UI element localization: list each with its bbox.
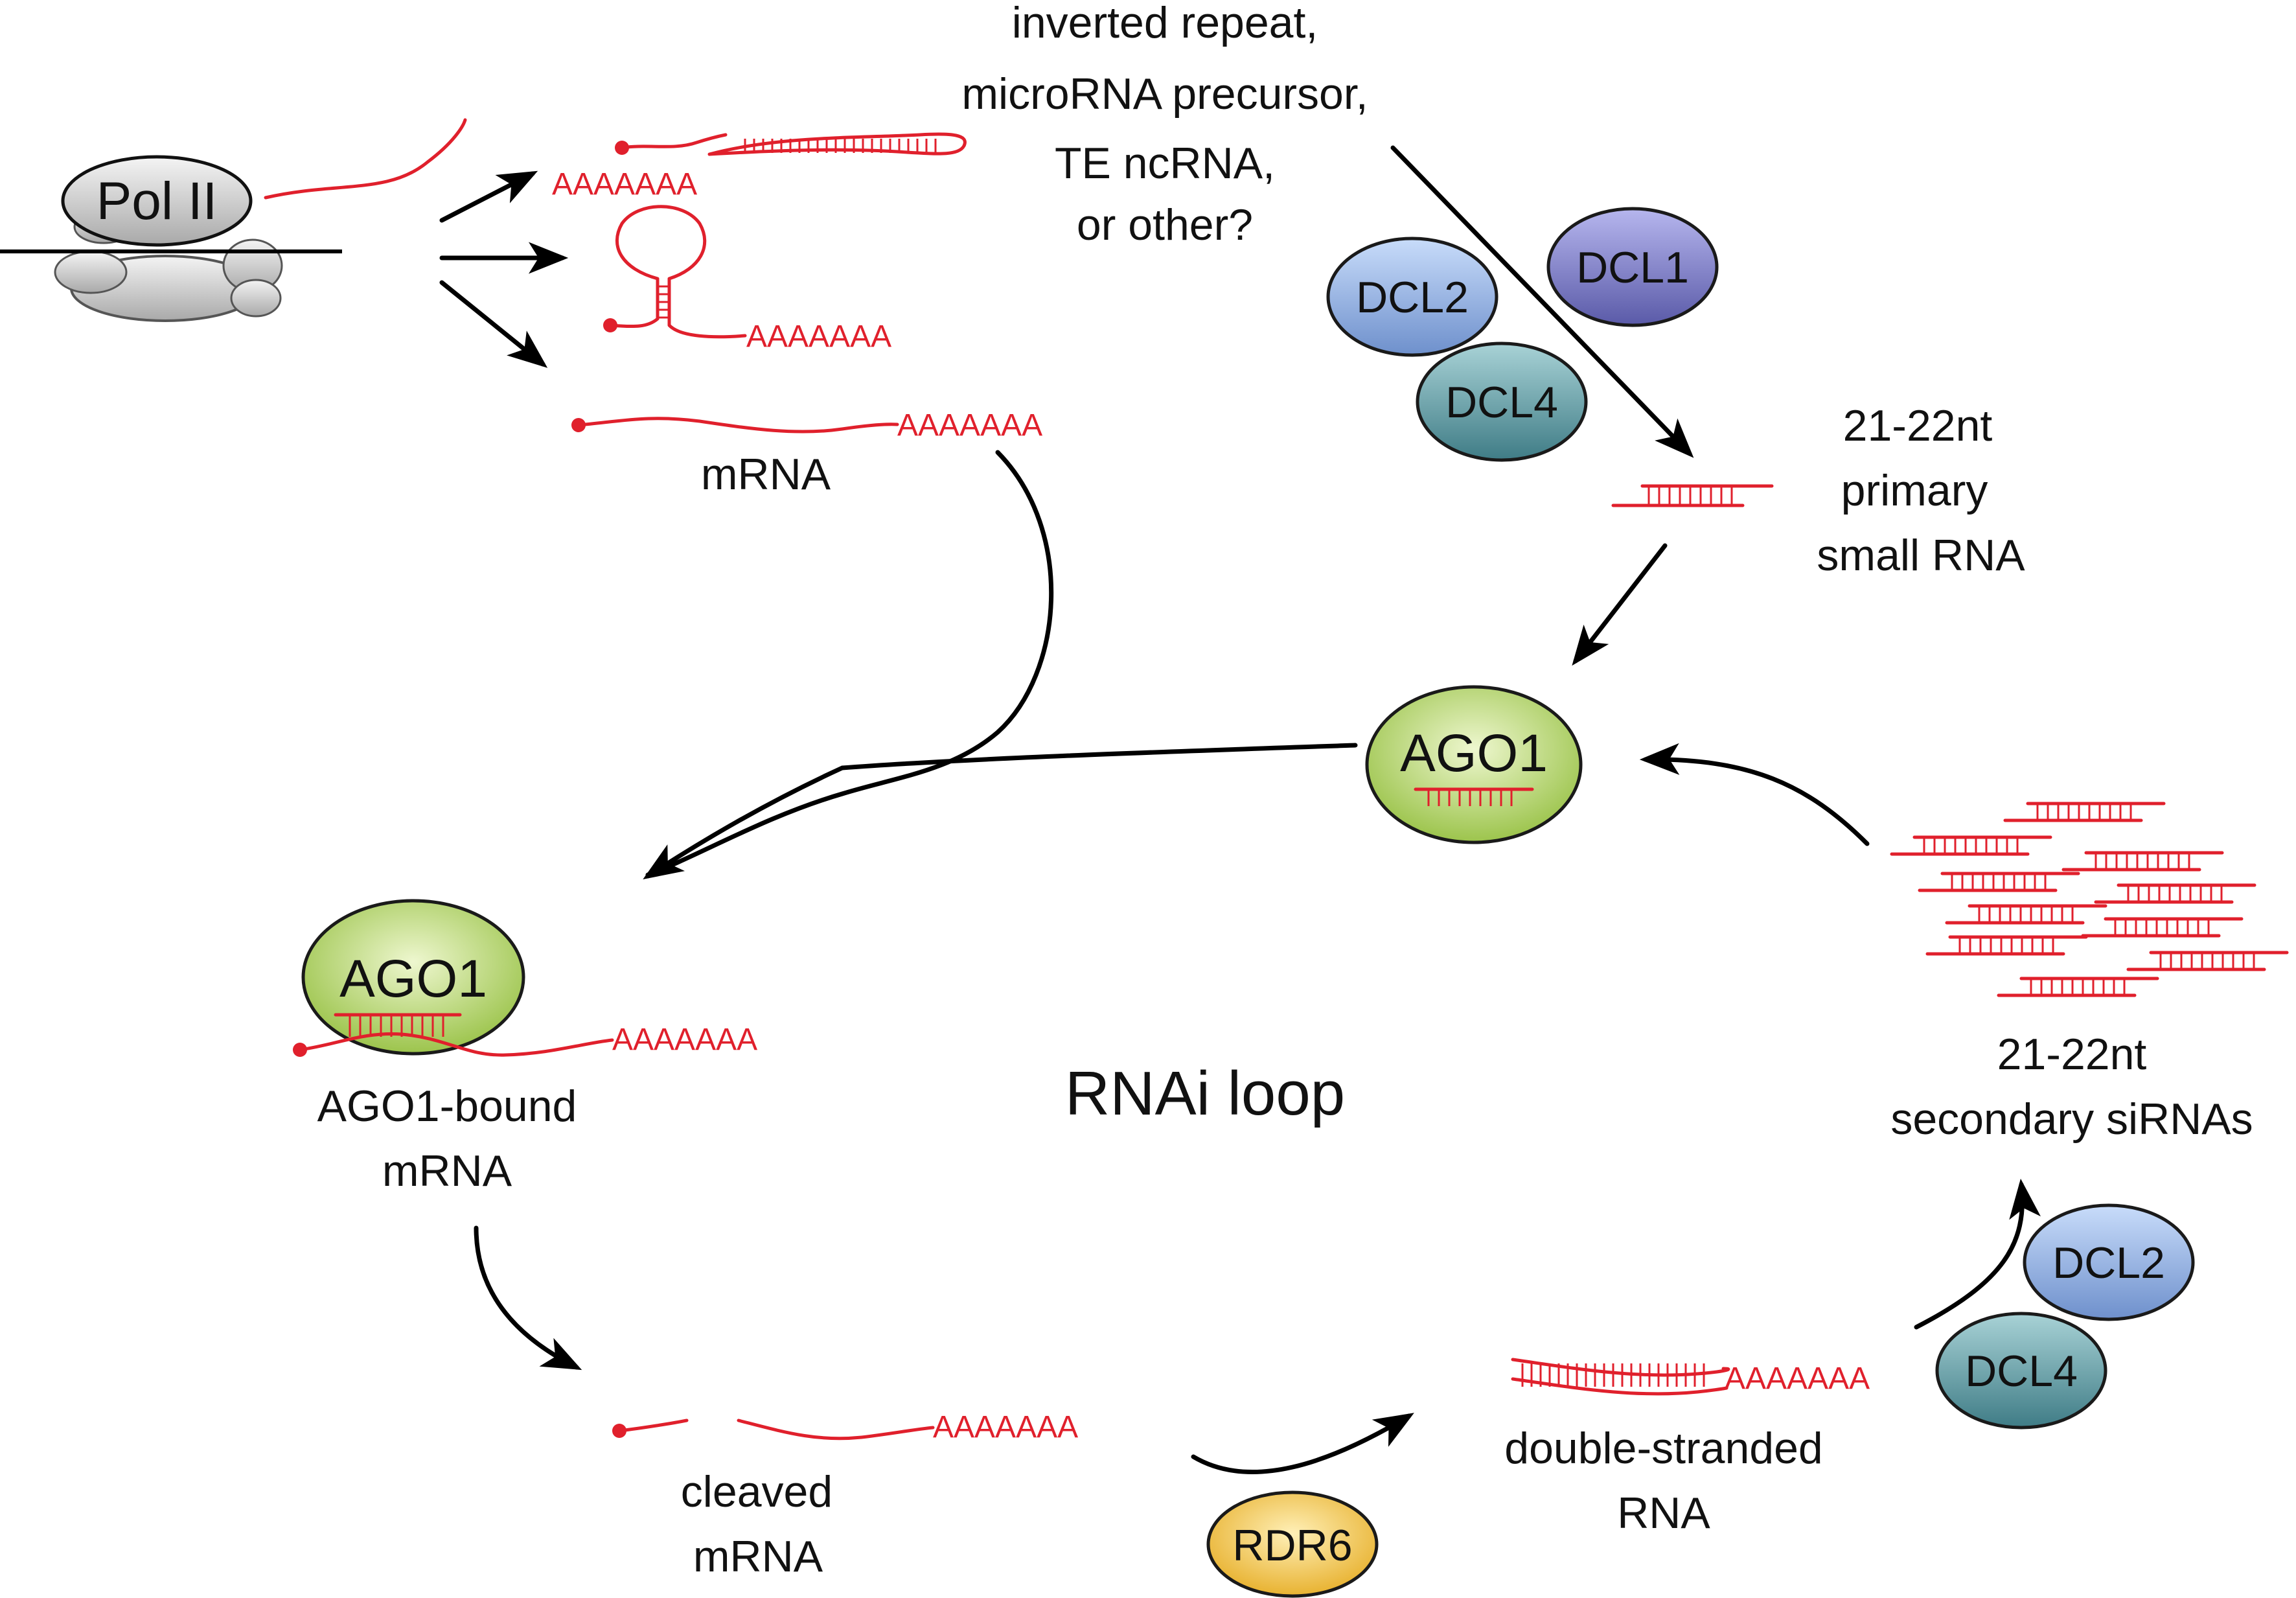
svg-text:DCL2: DCL2 bbox=[2052, 1238, 2165, 1288]
inverted-repeat-polya: AAAAAAA bbox=[552, 167, 697, 202]
hairpin-rna: AAAAAAA bbox=[603, 205, 891, 354]
ago1-bound-mrna-label: AGO1-bound mRNA bbox=[317, 1082, 577, 1196]
inverted-repeat-rna: AAAAAAA bbox=[552, 132, 967, 202]
arrow-to-primary-small-rna bbox=[1390, 145, 1694, 458]
arrow-to-ago1-loaded bbox=[1572, 543, 1668, 666]
sirna-duplex bbox=[1945, 904, 2107, 925]
svg-text:microRNA precursor,: microRNA precursor, bbox=[961, 69, 1368, 119]
svg-text:AAAAAAA: AAAAAAA bbox=[933, 1410, 1078, 1444]
sirna-duplex bbox=[1997, 977, 2159, 997]
primary-small-rna-label: 21-22nt primary small RNA bbox=[1817, 401, 2025, 580]
dcl1-enzyme: DCL1 bbox=[1546, 207, 1719, 327]
cleaved-mrna: AAAAAAA bbox=[612, 1410, 1078, 1444]
svg-text:DCL2: DCL2 bbox=[1356, 273, 1469, 322]
rna-source-label: inverted repeat, microRNA precursor, TE … bbox=[961, 0, 1368, 249]
rdr6-enzyme: RDR6 bbox=[1206, 1490, 1379, 1598]
sirna-duplex bbox=[2094, 883, 2256, 904]
svg-text:DCL4: DCL4 bbox=[1965, 1347, 2078, 1396]
svg-text:AGO1-bound: AGO1-bound bbox=[317, 1082, 577, 1131]
cleaved-mrna-label: cleaved mRNA bbox=[681, 1467, 832, 1581]
svg-text:RDR6: RDR6 bbox=[1232, 1521, 1352, 1570]
arrow-to-dsrna bbox=[1191, 1413, 1414, 1474]
arrow-mrna-to-bound bbox=[645, 450, 1054, 877]
svg-text:secondary siRNAs: secondary siRNAs bbox=[1890, 1094, 2253, 1144]
double-stranded-rna-label: double-stranded RNA bbox=[1504, 1424, 1822, 1538]
svg-text:DCL1: DCL1 bbox=[1576, 243, 1689, 292]
svg-text:mRNA: mRNA bbox=[693, 1532, 823, 1581]
pol2-label: Pol II bbox=[97, 172, 218, 231]
arrow-to-inverted-repeat bbox=[439, 170, 538, 223]
arrow-to-secondary-sirnas bbox=[1914, 1178, 2041, 1330]
sirna-duplex bbox=[1918, 872, 2080, 892]
dcl2-enzyme-top: DCL2 bbox=[1326, 237, 1498, 357]
sirna-duplex bbox=[1925, 935, 2088, 956]
double-stranded-rna: AAAAAAA bbox=[1511, 1358, 1870, 1396]
nascent-transcript bbox=[264, 118, 467, 200]
svg-text:21-22nt: 21-22nt bbox=[1843, 401, 1993, 450]
svg-text:small RNA: small RNA bbox=[1817, 531, 2025, 580]
inverted-repeat-base-pairs bbox=[744, 139, 937, 153]
ago1-loaded-complex: AGO1 bbox=[1365, 685, 1583, 844]
sirna-duplex bbox=[2126, 951, 2289, 971]
dcl4-enzyme-top: DCL4 bbox=[1416, 342, 1588, 462]
svg-text:double-stranded: double-stranded bbox=[1504, 1424, 1822, 1473]
svg-text:cleaved: cleaved bbox=[681, 1467, 832, 1516]
arrow-to-mrna bbox=[439, 280, 548, 368]
sirna-duplex bbox=[2003, 802, 2166, 822]
pol2-complex: Pol II bbox=[0, 118, 467, 322]
mrna-label: mRNA bbox=[701, 450, 831, 499]
arrow-ago1-to-bound bbox=[643, 743, 1358, 880]
secondary-sirna-duplexes bbox=[1890, 802, 2289, 997]
arrow-secondary-to-ago1 bbox=[1639, 743, 1870, 846]
sirna-duplex bbox=[1890, 835, 2052, 856]
hairpin-polya: AAAAAAA bbox=[746, 319, 891, 354]
svg-text:mRNA: mRNA bbox=[382, 1146, 512, 1196]
svg-text:or other?: or other? bbox=[1077, 200, 1253, 249]
dcl2-enzyme-bottom: DCL2 bbox=[2023, 1203, 2195, 1321]
secondary-sirnas-label: 21-22nt secondary siRNAs bbox=[1890, 1030, 2253, 1144]
mrna-polya: AAAAAAA bbox=[897, 408, 1042, 443]
svg-text:AAAAAAA: AAAAAAA bbox=[612, 1023, 757, 1057]
sirna-duplex bbox=[2081, 917, 2244, 938]
svg-text:TE ncRNA,: TE ncRNA, bbox=[1055, 139, 1275, 188]
mrna-transcript: AAAAAAA bbox=[571, 408, 1042, 443]
sirna-duplex bbox=[2061, 851, 2224, 872]
svg-text:AGO1: AGO1 bbox=[339, 949, 487, 1008]
svg-text:AGO1: AGO1 bbox=[1400, 724, 1548, 783]
arrow-to-cleaved bbox=[474, 1225, 582, 1371]
ago1-bound-mrna: AGO1 AAAAAAA bbox=[293, 899, 757, 1057]
svg-text:AAAAAAA: AAAAAAA bbox=[1725, 1361, 1870, 1396]
svg-text:DCL4: DCL4 bbox=[1445, 378, 1558, 427]
hairpin-stem-pairs bbox=[658, 285, 669, 319]
svg-text:21-22nt: 21-22nt bbox=[1997, 1030, 2147, 1079]
dcl4-enzyme-bottom: DCL4 bbox=[1935, 1312, 2107, 1430]
svg-text:primary: primary bbox=[1841, 466, 1988, 515]
primary-small-rna-duplex bbox=[1611, 484, 1774, 507]
svg-text:inverted repeat,: inverted repeat, bbox=[1012, 0, 1318, 47]
svg-text:RNA: RNA bbox=[1617, 1488, 1710, 1538]
rnai-loop-title: RNAi loop bbox=[1065, 1059, 1345, 1128]
